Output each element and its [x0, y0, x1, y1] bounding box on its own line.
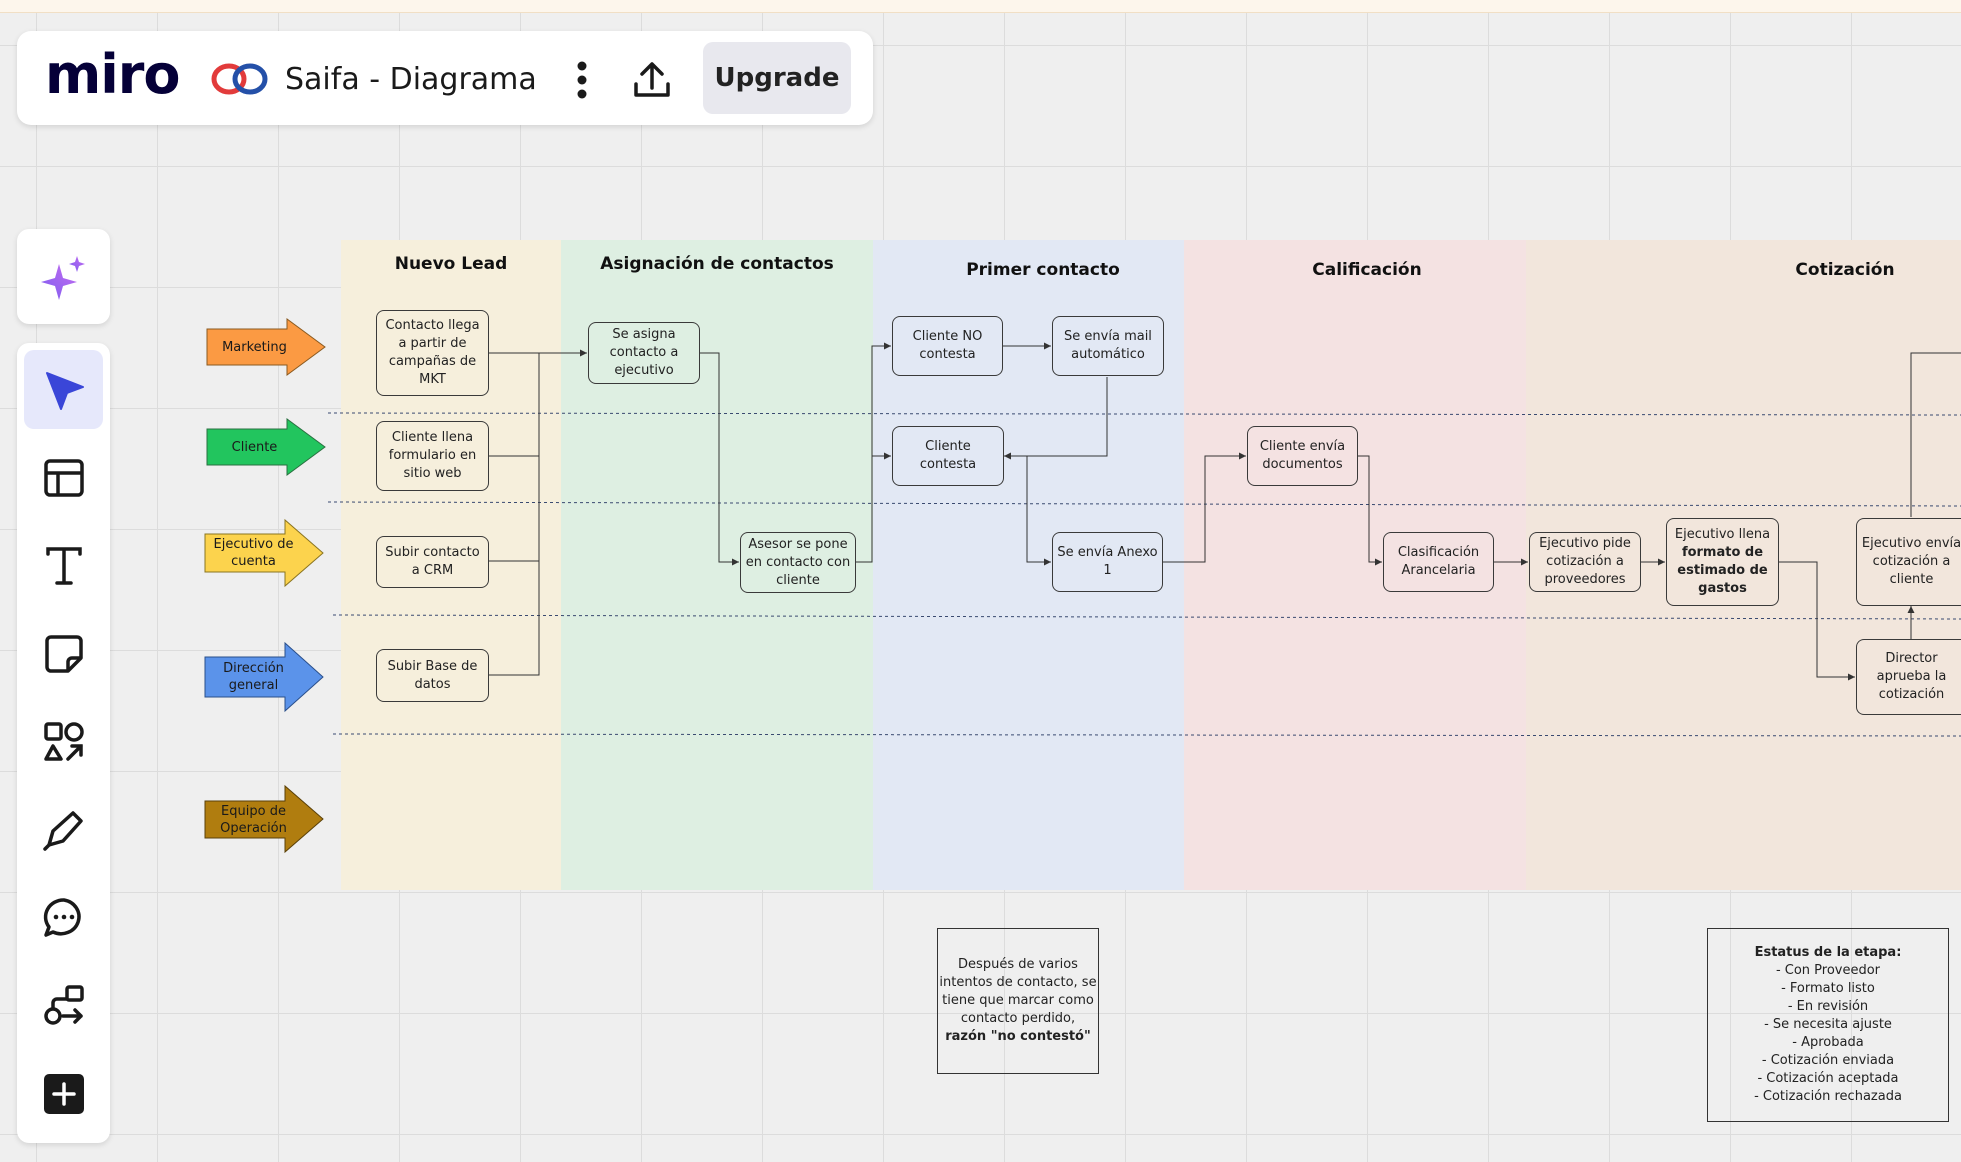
ejecutivo-llena-bold: formato de estimado de gastos [1677, 545, 1768, 596]
lane-title-calificacion: Calificación [1312, 260, 1422, 280]
comment-icon [43, 897, 81, 937]
role-arrow-cliente [206, 418, 326, 476]
sticky-note-icon [44, 634, 83, 673]
estatus-item: - Aprobada [1792, 1035, 1864, 1050]
box-se-envia-mail[interactable]: Se envía mail automático [1052, 316, 1164, 376]
box-cliente-envia-docs[interactable]: Cliente envía documentos [1247, 426, 1358, 486]
lane-cotizacion [1526, 240, 1961, 890]
estatus-item: - Formato listo [1781, 981, 1875, 996]
role-label-equipo: Equipo de Operación [220, 803, 287, 836]
lane-title-nuevo-lead: Nuevo Lead [394, 254, 508, 274]
box-ejecutivo-llena[interactable]: Ejecutivo llena formato de estimado de ga… [1666, 518, 1779, 606]
pen-icon [42, 810, 83, 851]
board-title[interactable]: Saifa - Diagrama [285, 62, 537, 97]
add-icon [43, 1073, 84, 1114]
role-arrow-ejecutivo [204, 518, 324, 588]
role-label-cliente: Cliente [231, 439, 278, 455]
board-link-icon[interactable] [210, 59, 270, 103]
role-label-ejecutivo: Ejecutivo de cuenta [213, 537, 294, 569]
more-options-button[interactable] [557, 55, 607, 105]
pen-tool[interactable] [24, 790, 103, 869]
note-estatus-etapa[interactable]: Estatus de la etapa: - Con Proveedor - F… [1707, 928, 1949, 1122]
templates-tool[interactable] [24, 438, 103, 517]
estatus-title: Estatus de la etapa: [1754, 945, 1902, 960]
lane-primer-contacto [873, 240, 1184, 890]
select-tool[interactable] [24, 350, 103, 429]
upload-icon [634, 62, 670, 97]
box-subir-crm[interactable]: Subir contacto a CRM [376, 536, 489, 588]
sticky-note-tool[interactable] [24, 614, 103, 693]
note-despues-bold: razón "no contestó" [945, 1029, 1091, 1044]
top-notice-strip [0, 0, 1961, 13]
box-ejecutivo-envia[interactable]: Ejecutivo envía cotización a cliente [1856, 518, 1961, 606]
templates-icon [43, 458, 84, 497]
upgrade-button[interactable]: Upgrade [703, 42, 851, 114]
lane-asignacion [561, 240, 873, 890]
box-clasificacion[interactable]: Clasificación Arancelaria [1383, 532, 1494, 592]
sparkles-icon [40, 255, 85, 300]
comment-tool[interactable] [24, 878, 103, 957]
box-se-envia-anexo[interactable]: Se envía Anexo 1 [1052, 532, 1163, 592]
ejecutivo-llena-text: Ejecutivo llena [1674, 527, 1771, 542]
estatus-item: - Cotización aceptada [1757, 1071, 1899, 1086]
box-contacto-llega[interactable]: Contacto llega a partir de campañas de M… [376, 310, 489, 396]
box-cliente-contesta[interactable]: Cliente contesta [892, 426, 1004, 486]
cursor-icon [45, 371, 84, 410]
lane-title-asignacion: Asignación de contactos [600, 254, 834, 274]
text-tool[interactable] [24, 526, 103, 605]
lane-calificacion [1184, 240, 1526, 890]
box-se-asigna[interactable]: Se asigna contacto a ejecutivo [588, 322, 700, 384]
box-director-aprueba[interactable]: Director aprueba la cotización [1856, 639, 1961, 715]
text-icon [45, 546, 82, 585]
role-label-direccion: Dirección general [223, 661, 284, 693]
box-subir-base[interactable]: Subir Base de datos [376, 649, 489, 702]
shapes-tool[interactable] [24, 702, 103, 781]
lane-title-cotizacion: Cotización [1795, 260, 1895, 280]
role-arrow-direccion [204, 641, 324, 713]
box-cliente-llena[interactable]: Cliente llena formulario en sitio web [376, 421, 489, 491]
box-asesor-pone[interactable]: Asesor se pone en contacto con cliente [740, 532, 856, 593]
diagram-tool[interactable] [24, 966, 103, 1045]
estatus-item: - Se necesita ajuste [1764, 1017, 1892, 1032]
diagram-icon [43, 984, 84, 1025]
estatus-item: - Cotización rechazada [1754, 1089, 1902, 1104]
box-ejecutivo-pide[interactable]: Ejecutivo pide cotización a proveedores [1529, 532, 1641, 592]
role-label-marketing: Marketing [222, 339, 287, 355]
note-despues-intentos[interactable]: Después de varios intentos de contacto, … [937, 928, 1099, 1074]
note-despues-text: Después de varios intentos de contacto, … [939, 957, 1097, 1026]
lane-nuevo-lead [341, 240, 561, 890]
role-arrow-marketing [206, 318, 326, 376]
ai-assist-button[interactable] [17, 229, 110, 324]
estatus-item: - En revisión [1787, 999, 1869, 1014]
left-toolbar [17, 343, 110, 1143]
add-tool[interactable] [24, 1054, 103, 1133]
role-arrow-equipo [204, 784, 324, 854]
estatus-item: - Con Proveedor [1775, 963, 1881, 978]
export-button[interactable] [621, 55, 683, 105]
more-vertical-icon [577, 61, 587, 99]
top-bar: miro Saifa - Diagrama Upgrade [17, 31, 873, 125]
estatus-item: - Cotización enviada [1761, 1053, 1895, 1068]
miro-logo[interactable]: miro [45, 43, 181, 106]
shapes-icon [43, 721, 84, 761]
box-cliente-no-contesta[interactable]: Cliente NO contesta [892, 316, 1003, 376]
lane-title-primer-contacto: Primer contacto [966, 260, 1120, 280]
